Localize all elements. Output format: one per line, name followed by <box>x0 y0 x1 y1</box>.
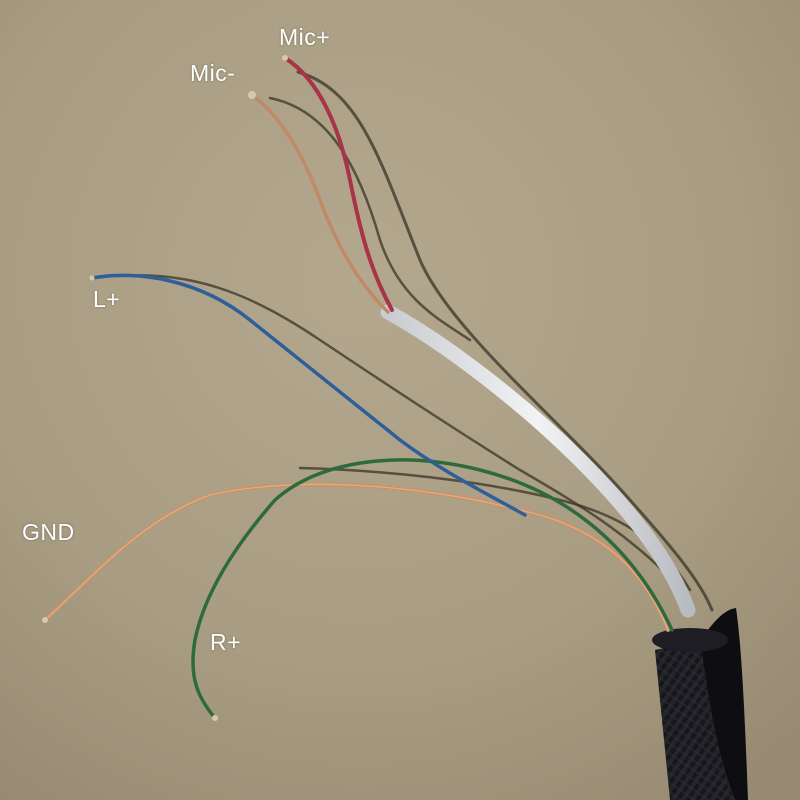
mic-minus-wire <box>250 93 390 314</box>
l-plus-label: L+ <box>93 286 121 312</box>
braided-cable <box>652 608 748 800</box>
wire-tips <box>42 55 288 721</box>
r-plus-wire <box>191 458 674 720</box>
l-plus-wire <box>90 273 527 517</box>
white-jacket <box>380 304 696 618</box>
gnd-label: GND <box>22 519 75 545</box>
r-plus-label: R+ <box>210 629 242 655</box>
mic-plus-wire <box>283 56 394 312</box>
mic-plus-label: Mic+ <box>279 24 331 50</box>
mic-minus-label: Mic- <box>190 60 236 86</box>
